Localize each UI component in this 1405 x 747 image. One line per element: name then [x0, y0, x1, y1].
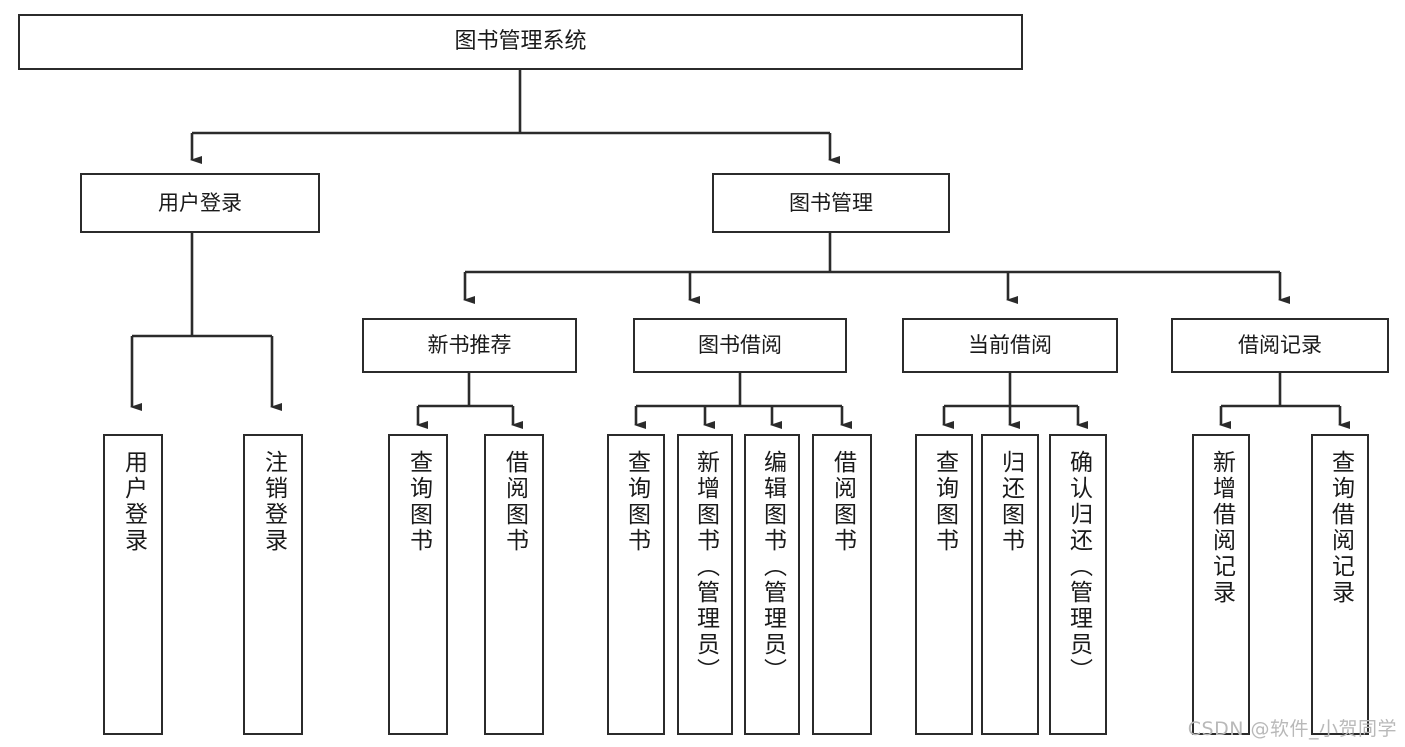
node-label: 编辑图书（管理员）: [759, 450, 786, 684]
node-label: 用户登录: [120, 450, 147, 554]
node-label: 图书管理系统: [454, 29, 587, 55]
node-label: 查询借阅记录: [1327, 450, 1354, 606]
leaf-user-logout[interactable]: 注销登录: [243, 434, 303, 735]
leaf-current-return-book[interactable]: 归还图书: [981, 434, 1039, 735]
node-label: 图书借阅: [698, 333, 782, 358]
node-user-login[interactable]: 用户登录: [80, 173, 320, 233]
node-label: 借阅记录: [1238, 333, 1322, 358]
leaf-borrow-query-book[interactable]: 查询图书: [607, 434, 665, 735]
leaf-borrow-edit-book-admin[interactable]: 编辑图书（管理员）: [744, 434, 800, 735]
watermark-text: CSDN @软件_小贺同学: [1187, 718, 1397, 740]
node-label: 新书推荐: [427, 333, 512, 358]
leaf-current-confirm-return-admin[interactable]: 确认归还（管理员）: [1049, 434, 1107, 735]
leaf-borrow-add-book-admin[interactable]: 新增图书（管理员）: [677, 434, 733, 735]
node-label: 查询图书: [931, 450, 958, 554]
node-label: 用户登录: [158, 190, 242, 215]
node-label: 查询图书: [405, 450, 432, 554]
leaf-current-query-book[interactable]: 查询图书: [915, 434, 973, 735]
leaf-borrow-borrow-book[interactable]: 借阅图书: [812, 434, 872, 735]
node-book-borrow[interactable]: 图书借阅: [633, 318, 847, 373]
node-book-management[interactable]: 图书管理: [712, 173, 950, 233]
leaf-user-login[interactable]: 用户登录: [103, 434, 163, 735]
node-label: 当前借阅: [968, 333, 1052, 358]
node-borrow-record[interactable]: 借阅记录: [1171, 318, 1389, 373]
node-new-book-recommend[interactable]: 新书推荐: [362, 318, 577, 373]
leaf-recommend-query-book[interactable]: 查询图书: [388, 434, 448, 735]
node-current-borrow[interactable]: 当前借阅: [902, 318, 1118, 373]
node-root-system[interactable]: 图书管理系统: [18, 14, 1023, 70]
node-label: 查询图书: [623, 450, 650, 554]
node-label: 图书管理: [789, 190, 873, 215]
node-label: 新增借阅记录: [1208, 450, 1235, 606]
node-label: 新增图书（管理员）: [692, 450, 719, 684]
node-label: 归还图书: [997, 450, 1024, 554]
leaf-record-add-borrow-record[interactable]: 新增借阅记录: [1192, 434, 1250, 735]
leaf-record-query-borrow-record[interactable]: 查询借阅记录: [1311, 434, 1369, 735]
node-label: 确认归还（管理员）: [1065, 450, 1092, 684]
leaf-recommend-borrow-book[interactable]: 借阅图书: [484, 434, 544, 735]
node-label: 注销登录: [260, 450, 287, 554]
node-label: 借阅图书: [829, 450, 856, 554]
node-label: 借阅图书: [501, 450, 528, 554]
